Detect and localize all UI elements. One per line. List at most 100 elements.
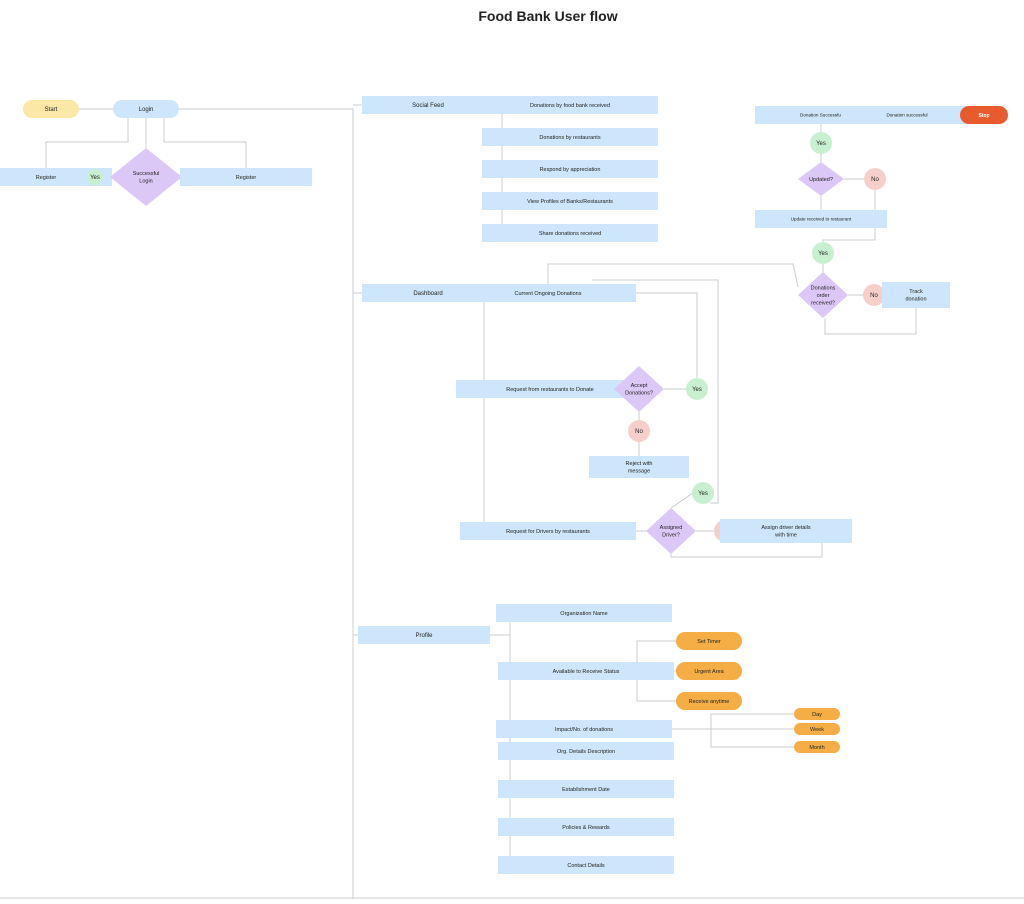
connector-line — [163, 118, 247, 168]
node-update-received: Update received to restaurant — [755, 210, 887, 228]
node-week: Week — [794, 723, 840, 735]
set-timer-shape — [676, 632, 742, 650]
node-day: Day — [794, 708, 840, 720]
node-updated: Updated? — [798, 162, 844, 196]
connector-line — [710, 713, 794, 729]
social-feed-shape — [362, 96, 494, 114]
login-label: Login — [139, 107, 154, 113]
sf-view-profiles-label: View Profiles of Banks/Restaurants — [527, 199, 613, 205]
node-yes-accept: Yes — [686, 378, 708, 400]
update-received-label: Update received to restaurant — [791, 217, 852, 222]
connector-line — [636, 671, 676, 702]
policies-rewards-label: Policies & Rewards — [562, 825, 610, 831]
receive-anytime-label: Receive anytime — [689, 699, 730, 705]
connector-line — [45, 118, 129, 168]
yes-received-label: Yes — [818, 251, 828, 257]
connector-line — [483, 293, 504, 532]
start-shape — [23, 100, 79, 118]
no-received-label: No — [870, 293, 878, 299]
no-accept-shape — [628, 420, 650, 442]
donation-successful-2-label: Donation successful — [886, 113, 927, 118]
available-status-shape — [498, 662, 674, 680]
node-stop: Stop — [960, 106, 1008, 124]
node-register-right: Register — [180, 168, 312, 186]
successful-login-label-1: Successful — [133, 171, 160, 177]
start-label: Start — [45, 107, 58, 113]
successful-login-label-2: Login — [139, 179, 152, 185]
yes-top-label: Yes — [816, 141, 826, 147]
node-register-left: Register — [0, 168, 112, 186]
connector-line — [670, 541, 823, 558]
node-start: Start — [23, 100, 79, 118]
node-sf-donations-restaurants: Donations by restaurants — [482, 128, 658, 146]
current-ongoing-shape — [460, 284, 636, 302]
assigned-driver-shape — [646, 508, 696, 554]
track-donation-label-2: donation — [905, 297, 926, 303]
org-details-label: Org. Details Description — [557, 749, 615, 755]
week-label: Week — [810, 727, 824, 733]
updated-shape — [798, 162, 844, 196]
register-left-shape — [0, 168, 112, 186]
node-request-drivers: Request for Drivers by restaurants — [460, 522, 636, 540]
node-current-ongoing: Current Ongoing Donations — [460, 284, 636, 302]
assign-driver-details-label-2: with time — [774, 533, 797, 539]
register-right-shape — [180, 168, 312, 186]
sf-respond-shape — [482, 160, 658, 178]
stop-label: Stop — [978, 113, 989, 119]
week-shape — [794, 723, 840, 735]
no-updated-shape — [864, 168, 886, 190]
reject-message-shape — [589, 456, 689, 478]
connector-line — [547, 263, 799, 288]
yes-driver-label: Yes — [698, 491, 708, 497]
sf-view-profiles-shape — [482, 192, 658, 210]
node-impact: Impact/No. of donations — [496, 720, 672, 738]
accept-donations-label-2: Donations? — [625, 391, 653, 397]
node-urgent-area: Urgent Area — [676, 662, 742, 680]
month-label: Month — [809, 745, 824, 751]
node-sf-respond: Respond by appreciation — [482, 160, 658, 178]
month-shape — [794, 741, 840, 753]
node-sf-donations-food-bank: Donations by food bank received — [482, 96, 658, 114]
organization-name-shape — [496, 604, 672, 622]
donation-successful-1-label: Donation Successful — [800, 113, 842, 118]
register-left-label: Register — [36, 175, 57, 181]
yes-top-shape — [810, 132, 832, 154]
no-accept-label: No — [635, 429, 643, 435]
node-yes-driver: Yes — [692, 482, 714, 504]
connector-line — [670, 492, 694, 509]
impact-shape — [496, 720, 672, 738]
sf-donations-food-bank-label: Donations by food bank received — [530, 103, 610, 109]
node-login: Login — [113, 100, 179, 118]
node-no-accept: No — [628, 420, 650, 442]
sf-donations-restaurants-shape — [482, 128, 658, 146]
node-social-feed: Social Feed — [362, 96, 494, 114]
urgent-area-shape — [676, 662, 742, 680]
reject-message-label-1: Reject with — [626, 461, 653, 467]
sf-donations-restaurants-label: Donations by restaurants — [539, 135, 600, 141]
urgent-area-label: Urgent Area — [694, 669, 724, 675]
node-yes-top: Yes — [810, 132, 832, 154]
set-timer-label: Set Timer — [697, 639, 721, 645]
accept-donations-shape — [614, 366, 664, 412]
track-donation-label-1: Track — [909, 289, 923, 295]
register-right-label: Register — [236, 175, 257, 181]
request-drivers-label: Request for Drivers by restaurants — [506, 529, 590, 535]
yes-received-shape — [812, 242, 834, 264]
donation-successful-2-shape — [841, 106, 973, 124]
donations-order-received-label-1: Donations — [811, 286, 836, 292]
yes-accept-label: Yes — [692, 387, 702, 393]
request-drivers-shape — [460, 522, 636, 540]
node-profile: Profile — [358, 626, 490, 644]
node-establishment-date: Establishment Date — [498, 780, 674, 798]
connector-line — [824, 308, 917, 335]
yes-login-shape — [87, 169, 103, 185]
impact-label: Impact/No. of donations — [555, 727, 613, 733]
yes-driver-shape — [692, 482, 714, 504]
dashboard-label: Dashboard — [413, 291, 442, 297]
no-received-shape — [863, 284, 885, 306]
